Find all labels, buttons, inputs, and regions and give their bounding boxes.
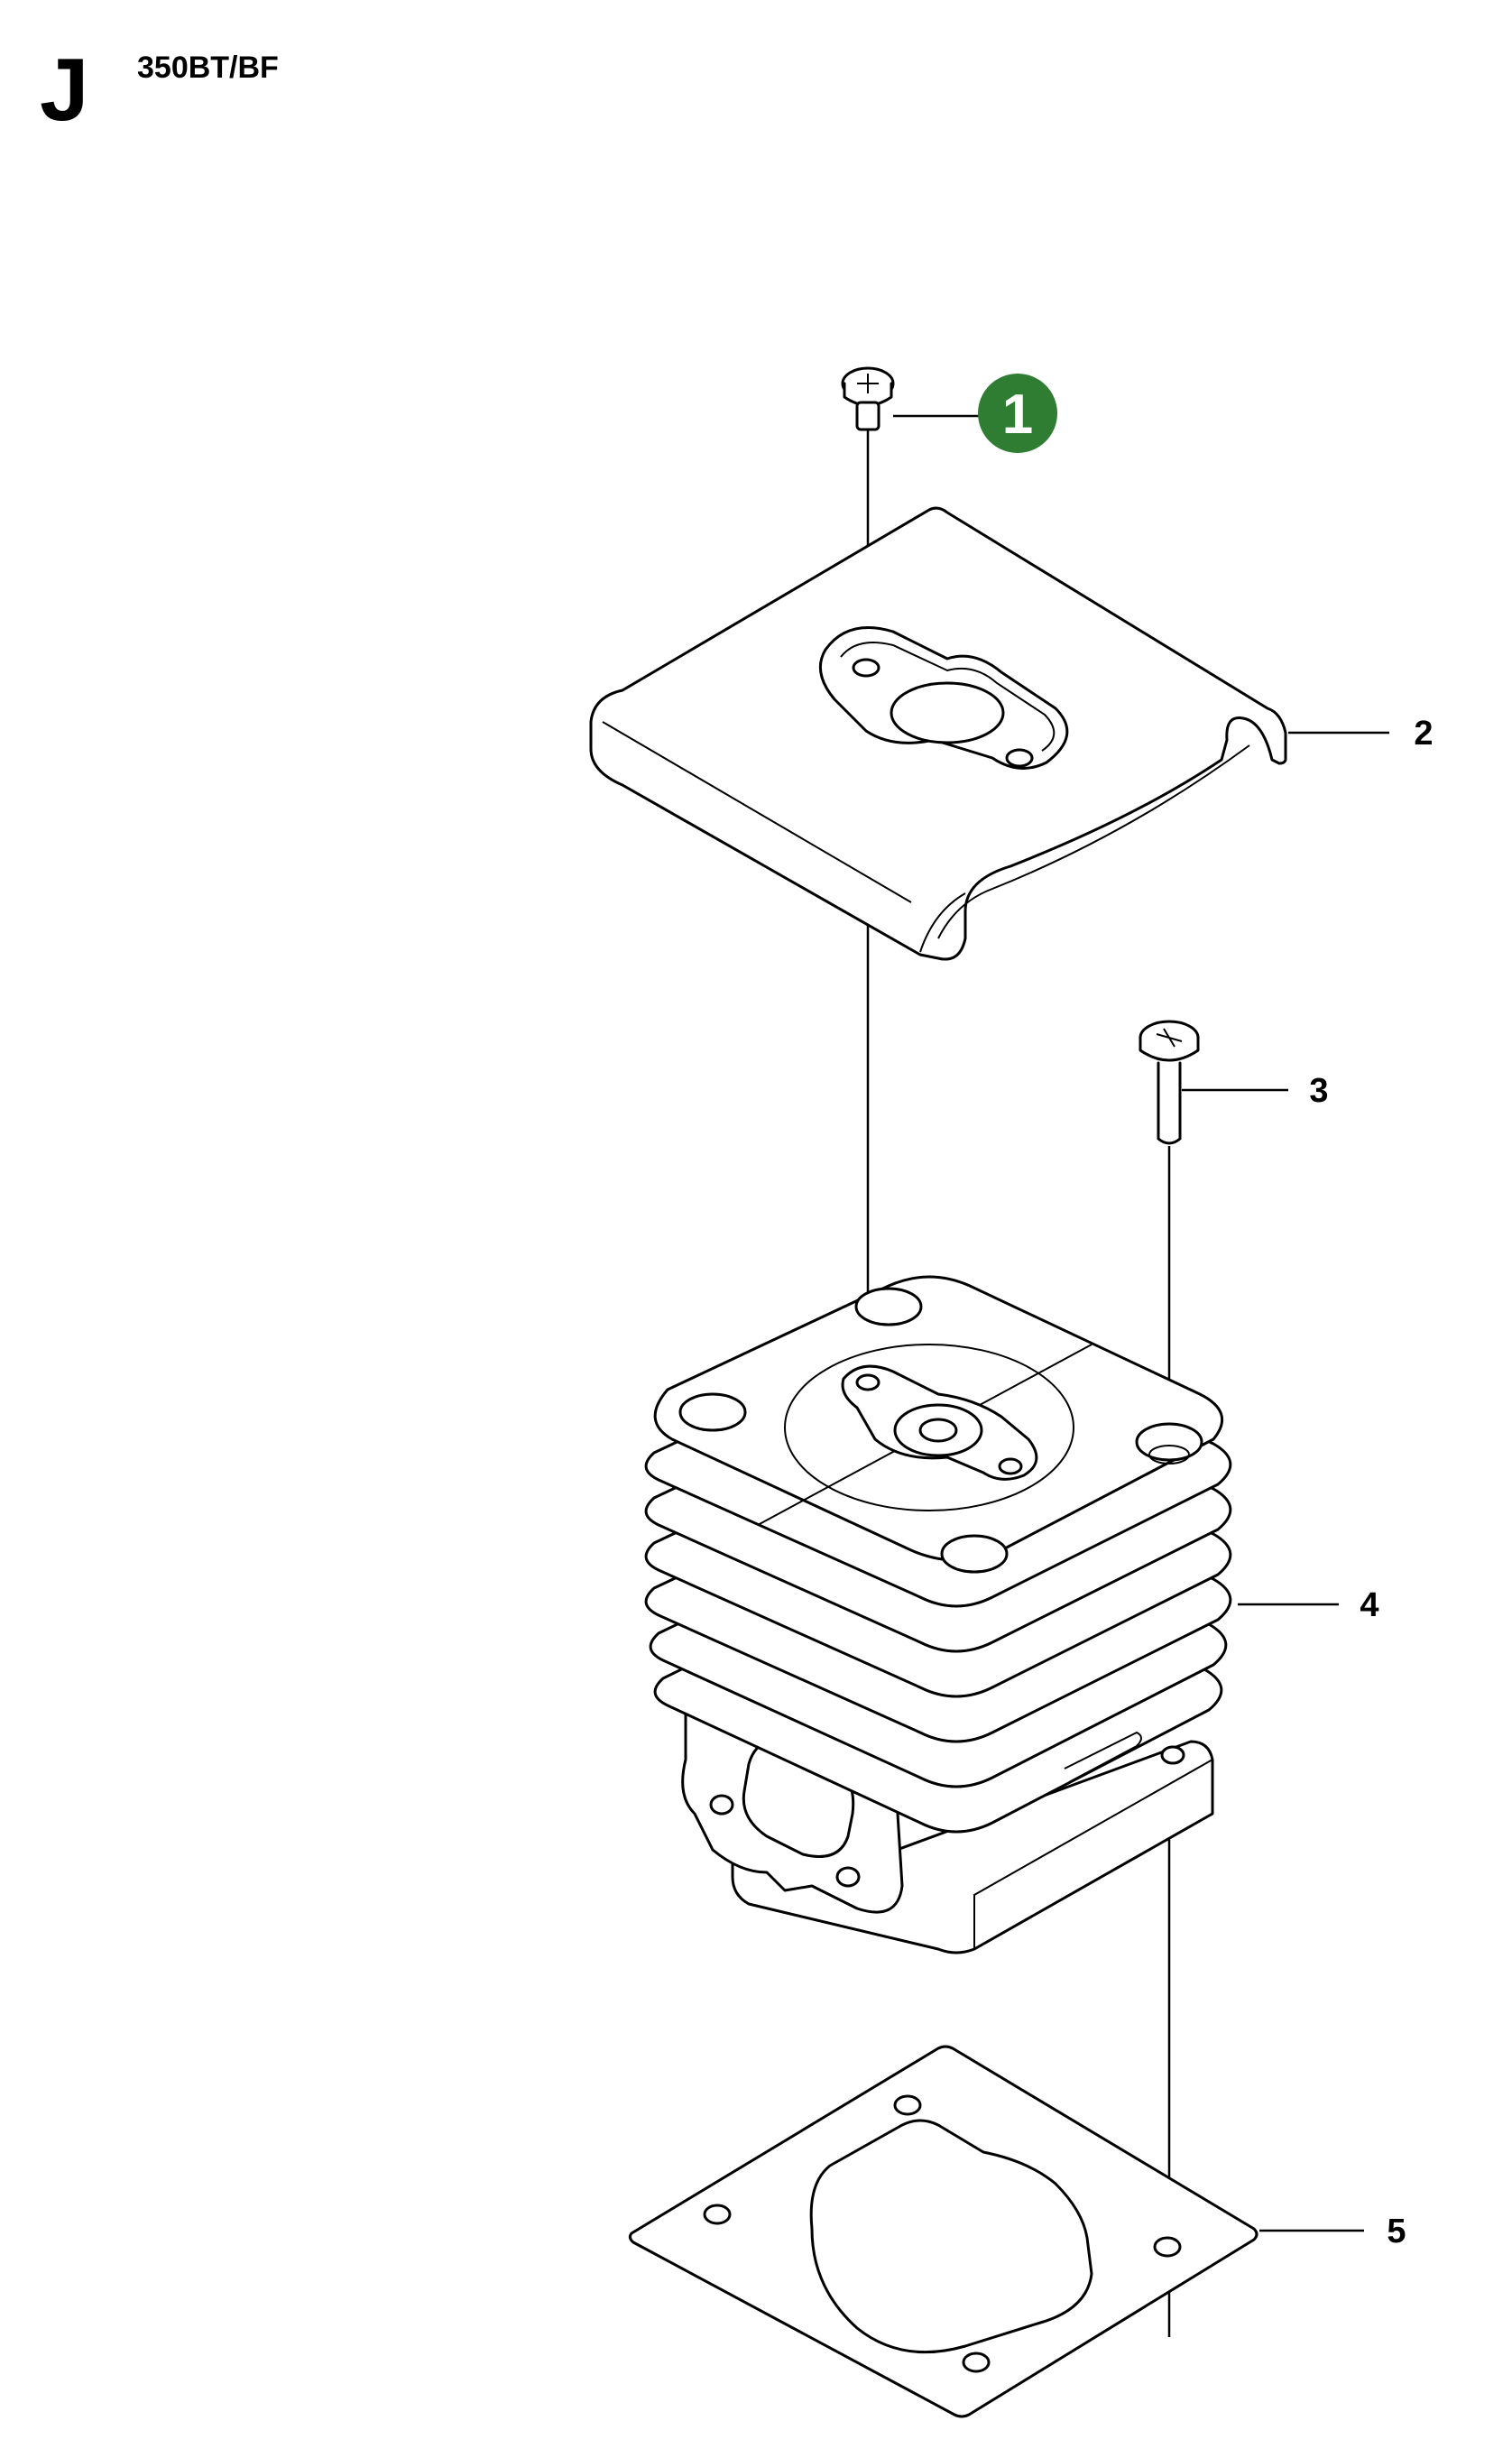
callout-5[interactable]: 5 [1387,2213,1406,2250]
screw-part-1[interactable] [841,366,895,431]
callout-2[interactable]: 2 [1414,715,1433,753]
highlighted-callout-badge[interactable]: 1 [978,374,1057,453]
cylinder-part-4[interactable] [644,1275,1232,1954]
bolt-part-3[interactable] [1139,1020,1200,1145]
callout-3[interactable]: 3 [1309,1072,1328,1110]
cover-plate-part-2[interactable] [589,506,1287,961]
callout-leaders [893,414,1389,2232]
section-letter: J [40,40,89,139]
model-title: 350BT/BF [137,51,279,85]
badge-circle [978,374,1057,453]
gasket-part-5[interactable] [628,2045,1258,2418]
callout-4[interactable]: 4 [1360,1586,1378,1624]
badge-number: 1 [1002,383,1033,446]
